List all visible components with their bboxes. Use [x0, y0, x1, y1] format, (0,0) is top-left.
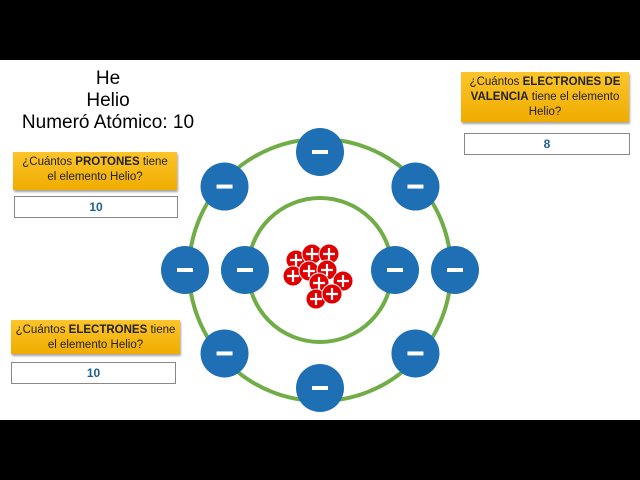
protons-question: ¿Cuántos PROTONES tiene el elemento Heli… — [13, 152, 177, 190]
plus-icon — [303, 265, 315, 277]
plus-icon — [313, 277, 325, 289]
plus-icon — [321, 264, 333, 276]
q-bold: ELECTRONES — [68, 324, 148, 336]
atom-diagram — [161, 128, 479, 412]
minus-icon — [216, 184, 233, 189]
minus-icon — [177, 268, 193, 272]
minus-icon — [237, 268, 253, 272]
q-text: ¿Cuántos — [469, 76, 523, 88]
valence-question: ¿Cuántos ELECTRONES DE VALENCIA tiene el… — [461, 72, 629, 122]
minus-icon — [447, 268, 463, 272]
minus-icon — [407, 351, 424, 356]
q-text: tiene el elemento Helio? — [47, 324, 176, 351]
minus-icon — [312, 386, 328, 390]
electron — [371, 246, 419, 294]
electron — [431, 246, 479, 294]
plus-icon — [337, 275, 349, 287]
minus-icon — [407, 184, 424, 189]
q-text: ¿Cuántos — [22, 156, 76, 168]
electrons-question: ¿Cuántos ELECTRONES tiene el elemento He… — [11, 320, 180, 354]
electron — [200, 162, 249, 211]
slide: He Helio Numeró Atómico: 10 ¿Cuántos PRO… — [0, 60, 640, 420]
electrons-answer[interactable]: 10 — [11, 362, 176, 384]
plus-icon — [310, 293, 322, 305]
electron — [296, 128, 344, 176]
minus-icon — [387, 268, 403, 272]
protons-answer[interactable]: 10 — [14, 196, 178, 218]
plus-icon — [306, 248, 318, 260]
electron — [391, 162, 440, 211]
atomic-number: Numeró Atómico: 10 — [21, 112, 195, 133]
minus-icon — [216, 351, 233, 356]
proton — [308, 272, 330, 294]
q-bold: ELECTRONES DE VALENCIA — [470, 76, 621, 103]
plus-icon — [290, 254, 302, 266]
q-bold: PROTONES — [75, 156, 140, 168]
element-title: He Helio Numeró Atómico: 10 — [8, 68, 208, 134]
proton — [318, 243, 340, 265]
valence-answer[interactable]: 8 — [464, 133, 630, 155]
electron — [161, 246, 209, 294]
electron — [200, 329, 249, 378]
electron — [221, 246, 269, 294]
minus-icon — [312, 150, 328, 154]
element-symbol: He — [95, 68, 121, 89]
plus-icon — [323, 248, 335, 260]
proton — [321, 283, 343, 305]
plus-icon — [287, 270, 299, 282]
q-text: tiene el elemento Helio? — [528, 91, 620, 118]
q-text: tiene el elemento Helio? — [47, 156, 168, 183]
electron — [391, 329, 440, 378]
q-text: ¿Cuántos — [15, 324, 69, 336]
plus-icon — [326, 288, 338, 300]
electron — [296, 364, 344, 412]
proton — [282, 265, 304, 287]
element-name: Helio — [86, 90, 130, 111]
